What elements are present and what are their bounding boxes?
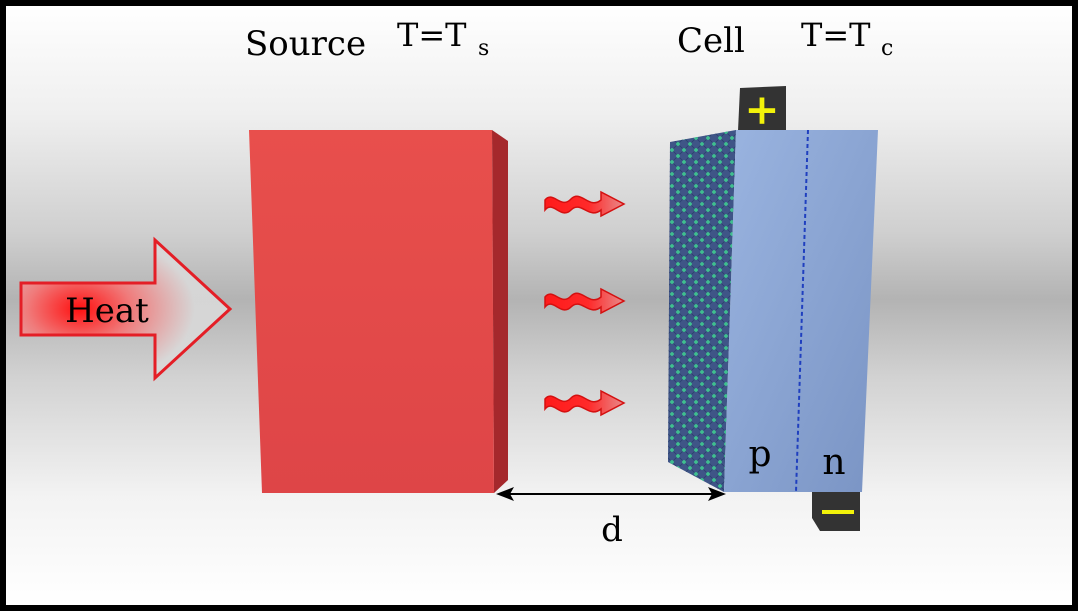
radiation-wave-bottom <box>544 389 626 417</box>
negative-terminal <box>812 492 860 531</box>
source-label: Source <box>245 24 366 64</box>
positive-terminal: + <box>738 85 786 134</box>
distance-arrow-left-head <box>496 487 514 501</box>
p-region-label: p <box>748 434 771 475</box>
source-temp-subscript: s <box>478 36 489 61</box>
cell-temp-main: T=T <box>801 16 871 54</box>
cell-lattice-surface <box>668 130 736 492</box>
heat-arrow-shape <box>19 236 233 382</box>
cell-temperature: T=T c <box>801 16 893 61</box>
photovoltaic-cell-block: p n <box>668 129 878 493</box>
source-temperature: T=T s <box>397 16 489 61</box>
negative-terminal-sign <box>822 510 854 514</box>
cell-temp-subscript: c <box>881 36 893 61</box>
positive-terminal-sign: + <box>744 85 779 134</box>
distance-arrow-right-head <box>708 487 726 501</box>
distance-indicator: d <box>496 487 726 550</box>
heat-source-block <box>249 130 508 493</box>
heat-arrow: Heat <box>19 236 233 382</box>
n-region-label: n <box>822 442 845 483</box>
positive-terminal-body <box>738 86 786 131</box>
cell-label: Cell <box>677 21 745 61</box>
heat-label: Heat <box>65 291 149 331</box>
source-side-face <box>492 130 508 493</box>
source-front-face <box>249 130 494 493</box>
source-temp-main: T=T <box>397 16 467 54</box>
pn-junction-line <box>795 129 809 493</box>
distance-label: d <box>601 510 623 550</box>
thermophotovoltaic-diagram: Heat Source T=T s + p n <box>19 16 893 550</box>
thermal-radiation <box>544 190 626 417</box>
radiation-wave-middle <box>544 287 626 315</box>
cell-front-face <box>724 130 878 492</box>
radiation-wave-top <box>544 190 626 218</box>
